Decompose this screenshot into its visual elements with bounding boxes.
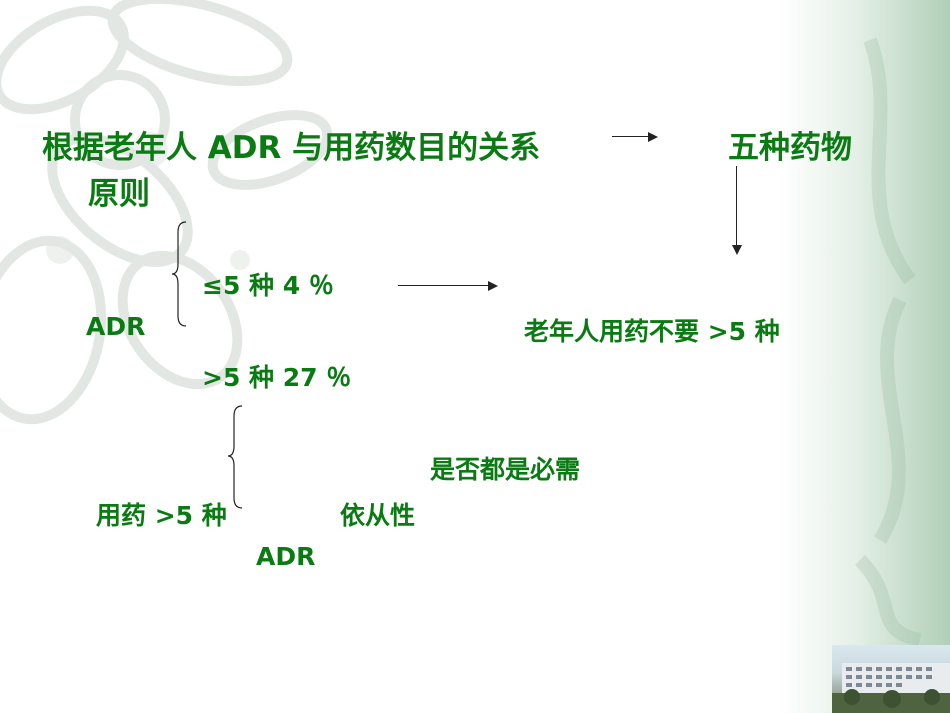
building-photo bbox=[832, 645, 950, 713]
down-arrow-head bbox=[732, 245, 742, 255]
item-adr-1: ADR bbox=[86, 312, 146, 341]
question: 是否都是必需 bbox=[430, 455, 581, 484]
item-le5: ≤5 种 4 ％ bbox=[202, 271, 334, 300]
brace-1 bbox=[171, 221, 187, 327]
title-line1: 根据老年人 ADR 与用药数目的关系 bbox=[42, 130, 541, 166]
middle-arrow-line bbox=[398, 285, 490, 286]
use-gt5: 用药 >5 种 bbox=[96, 501, 227, 530]
middle-arrow-head bbox=[488, 281, 498, 291]
title-arrow-line bbox=[612, 136, 652, 137]
item-gt5: >5 种 27 ％ bbox=[202, 363, 352, 392]
title-arrow-head bbox=[648, 132, 658, 142]
right-decorative-band bbox=[780, 0, 950, 713]
item-adr-2: ADR bbox=[256, 542, 316, 571]
compliance: 依从性 bbox=[340, 501, 416, 530]
brace-2 bbox=[227, 405, 243, 509]
down-arrow-line bbox=[736, 166, 737, 246]
title-right: 五种药物 bbox=[728, 130, 852, 166]
title-line2: 原则 bbox=[88, 176, 150, 212]
conclusion: 老年人用药不要 >5 种 bbox=[524, 317, 780, 346]
